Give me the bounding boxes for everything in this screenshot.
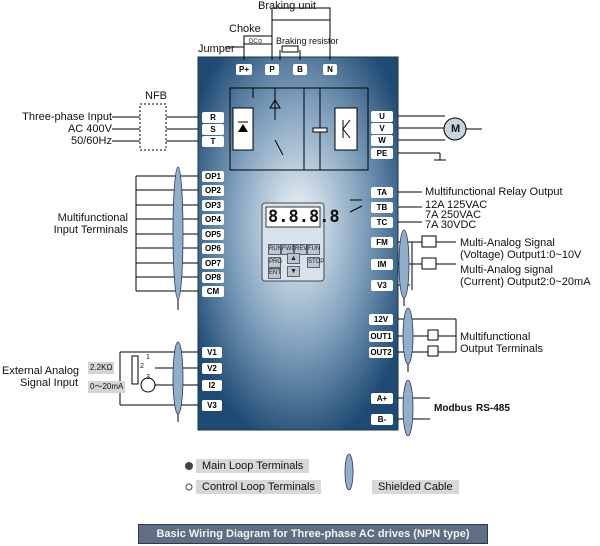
keypad-fun-button[interactable]: FUN	[307, 244, 320, 255]
terminal-r: R	[202, 112, 224, 123]
rs485-label: RS-485	[476, 403, 510, 414]
terminal-op3: OP3	[202, 200, 224, 211]
pot-pin-2: 2	[140, 363, 144, 370]
terminal-n: N	[323, 64, 337, 75]
resistor-value: 2.2KΩ	[88, 362, 115, 374]
keypad-prg-button[interactable]: PRG	[268, 257, 282, 268]
motor-label: M	[451, 123, 461, 135]
terminal-out2: OUT2	[369, 347, 393, 358]
three-phase-input-label: Three-phase Input	[22, 111, 112, 123]
keypad-run-button[interactable]: RUN	[268, 244, 282, 255]
terminal-u: U	[371, 111, 393, 122]
terminal-v2: V2	[202, 363, 222, 374]
diagram-caption: Basic Wiring Diagram for Three-phase AC …	[138, 524, 488, 544]
terminal-tb: TB	[371, 202, 393, 213]
keypad-stop-button[interactable]: STOP	[307, 257, 324, 268]
terminal-fm: FM	[371, 237, 393, 248]
terminal-v1: V1	[202, 347, 222, 358]
terminal-op8: OP8	[202, 272, 224, 283]
terminal-pe: PE	[371, 148, 393, 159]
control-loop-symbol	[185, 483, 193, 491]
relay-rating-2: 7A 250VAC	[425, 209, 482, 221]
terminal-op5: OP5	[202, 229, 224, 240]
relay-output-label: Multifunctional Relay Output	[425, 186, 563, 198]
power-circuit	[229, 87, 369, 171]
op-lines	[135, 175, 198, 292]
control-loop-legend: Control Loop Terminals	[196, 480, 321, 494]
analog-output-label-1: Multi-Analog Signal	[460, 237, 555, 249]
shield-analog-in	[172, 341, 184, 415]
terminal-b: B	[293, 64, 307, 75]
terminal-out1: OUT1	[369, 331, 393, 342]
analog-output-label-3: Multi-Analog signal	[460, 264, 553, 276]
terminal-cm: CM	[202, 286, 224, 297]
terminal-b-minus: B-	[371, 414, 393, 425]
keypad-down-button[interactable]: ▼	[287, 266, 300, 277]
terminal-op4: OP4	[202, 214, 224, 225]
terminal-tc: TC	[371, 217, 393, 228]
shield-rs485	[402, 379, 414, 437]
choke-label: Choke	[229, 23, 261, 35]
jumper-label: Jumper	[198, 43, 235, 55]
terminal-t: T	[202, 136, 224, 147]
main-loop-legend: Main Loop Terminals	[196, 459, 310, 473]
terminal-op6: OP6	[202, 243, 224, 254]
terminal-i2: I2	[202, 380, 222, 391]
relay-rating-3: 7A 30VDC	[425, 219, 477, 231]
shielded-cable-legend: Shielded Cable	[372, 480, 459, 494]
terminal-op1: OP1	[202, 171, 224, 182]
digital-output-label-1: Multifunctional	[460, 331, 531, 343]
pot-pin-3: 3	[146, 374, 150, 381]
terminal-w: W	[371, 135, 393, 146]
relay-rating-1: 12A 125VAC	[425, 199, 488, 211]
terminal-p: P	[265, 64, 279, 75]
choke-value: DC⊙	[249, 39, 263, 45]
pot-pin-1: 1	[146, 354, 150, 361]
terminal-im: IM	[371, 259, 393, 270]
terminal-s: S	[202, 124, 224, 135]
terminal-v3-out: V3	[371, 280, 393, 291]
keypad-display: 8.8.8.8	[268, 207, 340, 227]
terminal-p-plus: P+	[236, 64, 252, 75]
keypad-up-button[interactable]: ▲	[287, 253, 300, 264]
ac-400v-label: AC 400V	[67, 123, 112, 135]
analog-output-label-4: (Current) Output2:0~20mA	[460, 276, 591, 288]
terminal-12v: 12V	[369, 314, 393, 325]
external-analog-label-2: Signal Input	[20, 377, 79, 389]
terminal-op7: OP7	[202, 258, 224, 269]
external-analog-label-1: External Analog	[2, 365, 80, 377]
shielded-cable-symbol	[344, 453, 354, 491]
braking-resistor-label: Braking resistor	[276, 36, 339, 46]
shield-op	[172, 166, 184, 300]
frequency-label: 50/60Hz	[71, 135, 112, 147]
braking-unit-label: Braking unit	[258, 0, 317, 12]
keypad-rev-button[interactable]: REV	[294, 244, 307, 255]
modbus-label: Modbus	[434, 403, 473, 414]
terminal-ta: TA	[371, 187, 393, 198]
terminal-op2: OP2	[202, 185, 224, 196]
keypad-ent-button[interactable]: ENT	[268, 268, 281, 279]
shield-analog-out	[398, 229, 410, 299]
multifunctional-input-label-2: Input Terminals	[53, 224, 128, 236]
analog-output-label-2: (Voltage) Output1:0~10V	[460, 249, 582, 261]
current-range: 0～20mA	[88, 381, 126, 393]
nfb-label: NFB	[145, 90, 167, 102]
terminal-v3-in: V3	[202, 400, 222, 411]
terminal-v: V	[371, 123, 393, 134]
terminal-a-plus: A+	[371, 393, 393, 404]
shield-dig-out	[402, 307, 414, 365]
digital-output-label-2: Output Terminals	[460, 343, 543, 355]
multifunctional-input-label-1: Multifunctional	[57, 212, 128, 224]
main-loop-symbol	[185, 462, 193, 470]
